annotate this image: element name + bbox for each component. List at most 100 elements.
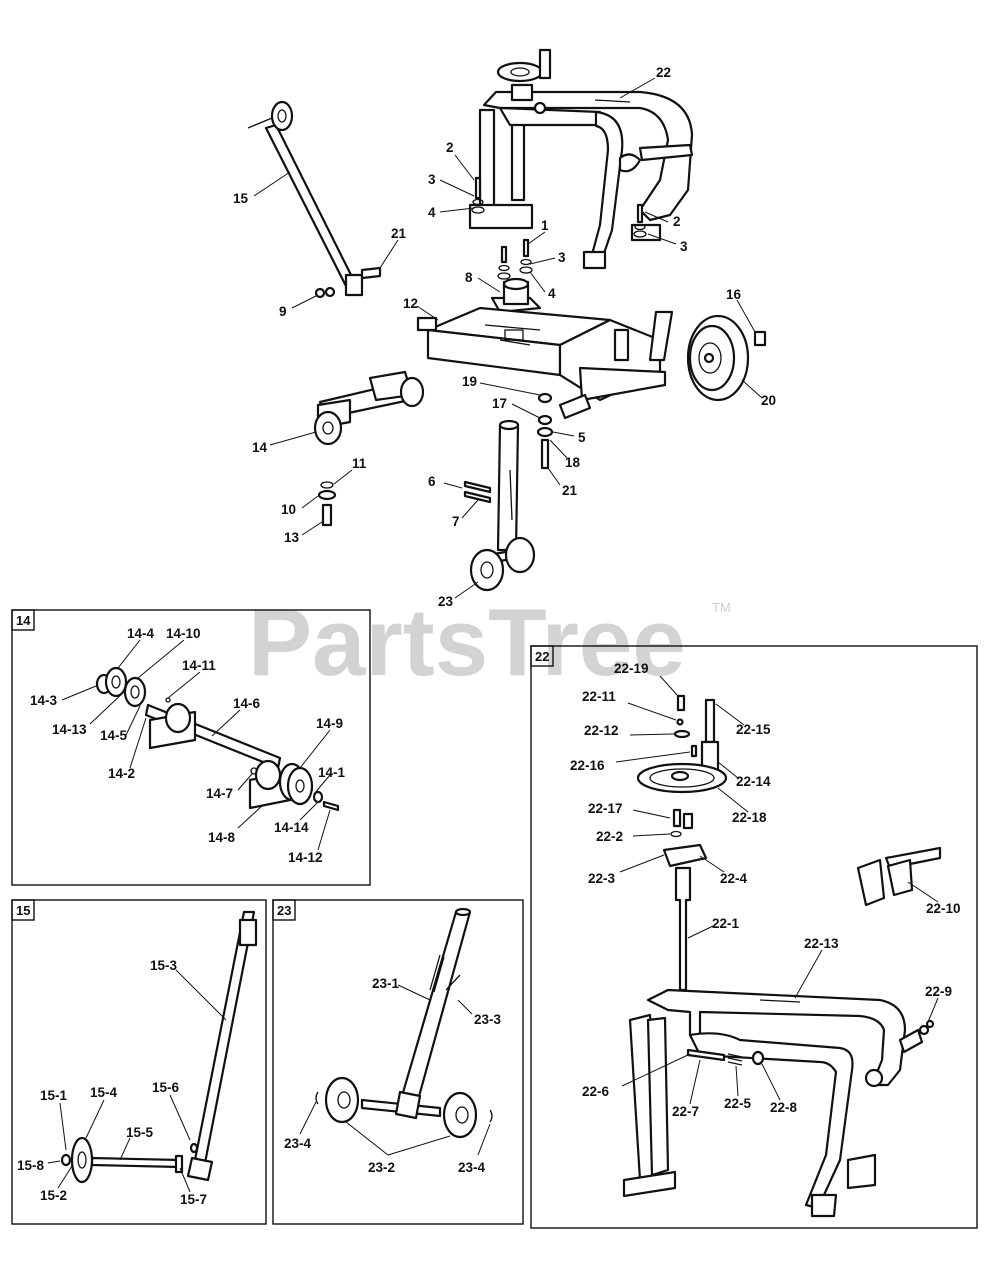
watermark: PartsTree: [248, 589, 686, 696]
callout-16: 16: [726, 287, 742, 302]
callout-22-10: 22-10: [926, 901, 961, 916]
callout-14-4: 14-4: [127, 626, 155, 641]
callout-1: 1: [541, 218, 549, 233]
callout-15-4: 15-4: [90, 1085, 118, 1100]
callout-14-7: 14-7: [206, 786, 233, 801]
callout-21: 21: [391, 226, 407, 241]
main-leaders: [253, 77, 763, 599]
callout-22: 22: [656, 65, 671, 80]
callout-22-12: 22-12: [584, 723, 619, 738]
callout-22-5: 22-5: [724, 1096, 752, 1111]
callout-22-8: 22-8: [770, 1100, 798, 1115]
callout-14-1: 14-1: [318, 765, 346, 780]
callout-14-9: 14-9: [316, 716, 343, 731]
main-exploded-view: 22 2 3 4 2 3 1 3 4 8 15 21 9 12 16 20 19…: [233, 48, 776, 609]
callout-7: 7: [452, 514, 460, 529]
inset-23-leaders: [299, 984, 491, 1156]
callout-14-12: 14-12: [288, 850, 323, 865]
inset-14-leaders: [61, 639, 331, 851]
callout-14-6: 14-6: [233, 696, 261, 711]
callout-14-8: 14-8: [208, 830, 236, 845]
callout-11: 11: [352, 456, 367, 471]
callout-18: 18: [565, 455, 581, 470]
callout-23-3: 23-3: [474, 1012, 502, 1027]
callout-15-6: 15-6: [152, 1080, 180, 1095]
callout-14-14: 14-14: [274, 820, 309, 835]
callout-15: 15: [233, 191, 249, 206]
callout-22-1: 22-1: [712, 916, 740, 931]
callout-14-10: 14-10: [166, 626, 201, 641]
callout-15-5: 15-5: [126, 1125, 154, 1140]
inset-15: 15 15-3 15-1 15-4 15-6 15-5 15-8 15-2 15…: [11, 899, 267, 1225]
inset-14-id: 14: [16, 613, 31, 628]
callout-8: 8: [465, 270, 473, 285]
collar-8: [490, 277, 542, 314]
hardware-10-11-13: [317, 481, 337, 527]
callout-14-11: 14-11: [182, 658, 216, 673]
callout-22-17: 22-17: [588, 801, 623, 816]
callout-3: 3: [428, 172, 436, 187]
callout-22-4: 22-4: [720, 871, 748, 886]
inset-23: 23 23-1 23-3 23-4 23-2 23-4: [272, 899, 524, 1225]
callout-6: 6: [428, 474, 436, 489]
callout-15-8: 15-8: [17, 1158, 45, 1173]
callout-23-1: 23-1: [372, 976, 400, 991]
handle-frame-22: [468, 48, 694, 270]
callout-14-13: 14-13: [52, 722, 87, 737]
callout-23-4: 23-4: [284, 1136, 312, 1151]
callout-14-2: 14-2: [108, 766, 135, 781]
callout-17: 17: [492, 396, 507, 411]
inset-22-leaders: [615, 675, 939, 1105]
callout-22-2: 22-2: [596, 829, 623, 844]
callout-2b: 2: [673, 214, 681, 229]
callout-15-7: 15-7: [180, 1192, 207, 1207]
callout-15-2: 15-2: [40, 1188, 67, 1203]
callout-13: 13: [284, 530, 300, 545]
callout-4: 4: [428, 205, 436, 220]
callout-22-11: 22-11: [582, 689, 616, 704]
fasteners-2-3-4: [471, 176, 647, 280]
callout-22-19: 22-19: [614, 661, 649, 676]
callout-2: 2: [446, 140, 454, 155]
callout-23: 23: [438, 594, 454, 609]
base-frame-12: [416, 306, 674, 420]
callout-22-7: 22-7: [672, 1104, 699, 1119]
rod-15: [247, 100, 382, 299]
callout-22-3: 22-3: [588, 871, 616, 886]
callout-3b: 3: [680, 239, 688, 254]
callout-20: 20: [761, 393, 776, 408]
axle-assembly-14: [313, 370, 425, 446]
callout-12: 12: [403, 296, 418, 311]
callout-22-9: 22-9: [925, 984, 952, 999]
caster-23: [463, 392, 554, 592]
callout-15-3: 15-3: [150, 958, 178, 973]
callout-5: 5: [578, 430, 586, 445]
inset-14: 14: [11, 609, 371, 886]
wheel-20: [686, 314, 767, 402]
callout-23-2: 23-2: [368, 1160, 395, 1175]
callout-22-15: 22-15: [736, 722, 771, 737]
inset-15-leaders: [47, 969, 227, 1193]
inset-15-id: 15: [16, 903, 30, 918]
callout-9: 9: [279, 304, 287, 319]
callout-22-18: 22-18: [732, 810, 767, 825]
callout-19: 19: [462, 374, 477, 389]
inset-22-id: 22: [535, 649, 549, 664]
callout-14: 14: [252, 440, 268, 455]
callout-10: 10: [281, 502, 296, 517]
callout-14-5: 14-5: [100, 728, 128, 743]
callout-22-13: 22-13: [804, 936, 839, 951]
callout-4b: 4: [548, 286, 556, 301]
callout-21b: 21: [562, 483, 578, 498]
inset-22: 22: [530, 645, 978, 1229]
inset-23-id: 23: [277, 903, 291, 918]
callout-22-6: 22-6: [582, 1084, 610, 1099]
callout-3c: 3: [558, 250, 566, 265]
callout-22-16: 22-16: [570, 758, 605, 773]
callout-22-14: 22-14: [736, 774, 771, 789]
watermark-trademark: TM: [712, 600, 731, 615]
callout-15-1: 15-1: [40, 1088, 68, 1103]
callout-23-4b: 23-4: [458, 1160, 486, 1175]
callout-14-3: 14-3: [30, 693, 58, 708]
